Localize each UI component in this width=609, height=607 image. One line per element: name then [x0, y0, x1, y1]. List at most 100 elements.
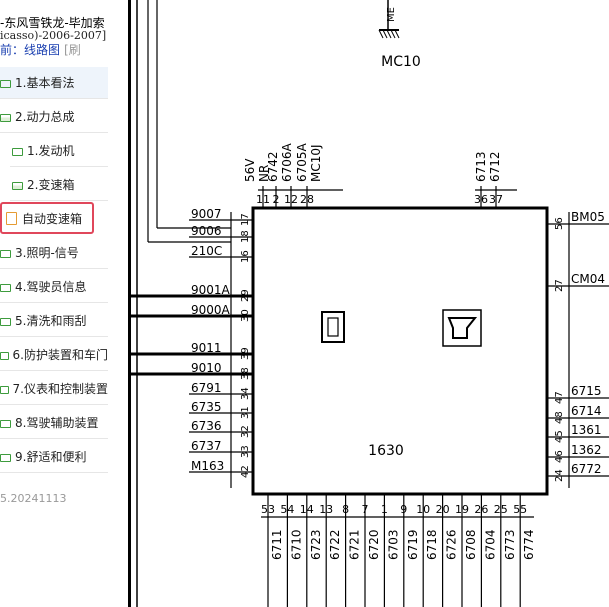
sidebar-item-label: 9.舒适和便利 — [15, 450, 87, 464]
bottom-wire-label: 6722 — [328, 529, 342, 560]
left-wire-label: 6735 — [191, 400, 222, 414]
folder-icon — [12, 147, 23, 156]
left-pin-label: 17 — [240, 213, 251, 226]
bottom-wire-label: 6703 — [386, 529, 400, 560]
right-pin-label: 46 — [554, 450, 565, 463]
sidebar-item-comfort[interactable]: 9.舒适和便利 — [0, 441, 108, 473]
sidebar-item-instruments[interactable]: 7.仪表和控制装置 — [0, 373, 108, 405]
sidebar-item-label: 4.驾驶员信息 — [15, 280, 87, 294]
bottom-wire-label: 6723 — [309, 529, 323, 560]
sidebar-item-powertrain[interactable]: 2.动力总成 — [0, 101, 108, 133]
left-wire-label: 6736 — [191, 419, 222, 433]
left-pin-label: 29 — [240, 289, 251, 302]
sidebar-item-label: 2.动力总成 — [15, 110, 75, 124]
folder-icon — [0, 453, 11, 462]
sidebar-item-label: 1.基本看法 — [15, 76, 75, 90]
breadcrumb-prefix: 前： — [0, 43, 25, 57]
right-pin-label: 45 — [554, 430, 565, 443]
version-label: 5.20241113 — [0, 492, 67, 505]
sidebar-item-lighting[interactable]: 3.照明-信号 — [0, 237, 108, 269]
bottom-wire-label: 6774 — [522, 529, 536, 560]
folder-open-icon — [0, 113, 11, 122]
sidebar-item-label: 1.发动机 — [27, 144, 75, 158]
right-pin-label: 27 — [554, 279, 565, 292]
module-label: 1630 — [368, 443, 404, 459]
folder-icon — [0, 419, 11, 428]
right-pin-label: 56 — [554, 217, 565, 230]
left-pin-label: 34 — [240, 387, 251, 400]
sidebar: -东风雪铁龙-毕加索 icasso)-2006-2007] 前：线路图[刷 1.… — [0, 0, 128, 607]
right-wire-label: 6715 — [571, 384, 602, 398]
right-pin-label: 24 — [554, 469, 565, 482]
sidebar-item-automatic-gearbox[interactable]: 自动变速箱 — [0, 202, 94, 234]
sidebar-item-label: 6.防护装置和车门 — [12, 348, 108, 362]
sidebar-item-label: 2.变速箱 — [27, 178, 75, 192]
folder-icon — [0, 351, 9, 360]
left-wire-label: 9000A — [191, 303, 231, 317]
left-wire-label: 9011 — [191, 341, 222, 355]
top-wire-label: 6705A — [295, 142, 309, 182]
folder-icon — [0, 79, 11, 88]
left-pin-label: 30 — [240, 309, 251, 322]
sidebar-item-label: 5.清洗和雨刮 — [15, 314, 87, 328]
bottom-wire-label: 6721 — [348, 529, 362, 560]
left-wire-label: M163 — [191, 459, 224, 473]
right-pin-label: 47 — [554, 391, 565, 404]
document-icon — [6, 211, 17, 225]
bottom-wire-label: 6711 — [270, 529, 284, 560]
left-pin-label: 39 — [240, 347, 251, 360]
left-wire-label: 210C — [191, 244, 222, 258]
left-pin-label: 42 — [240, 465, 251, 478]
top-wire-label: 6706A — [280, 142, 294, 182]
sidebar-item-engine[interactable]: 1.发动机 — [10, 135, 108, 167]
left-pin-label: 18 — [240, 230, 251, 243]
right-wire-label: 1361 — [571, 423, 602, 437]
right-pin-label: 48 — [554, 411, 565, 424]
panel-divider[interactable] — [128, 0, 131, 607]
ground-label: MC10 — [381, 54, 421, 70]
bottom-wire-label: 6719 — [406, 529, 420, 560]
left-pin-label: 16 — [240, 250, 251, 263]
left-pin-label: 38 — [240, 367, 251, 380]
breadcrumb: 前：线路图[刷 — [0, 41, 81, 58]
sidebar-item-basics[interactable]: 1.基本看法 — [0, 67, 108, 99]
left-wire-label: 6791 — [191, 381, 222, 395]
right-wire-label: 1362 — [571, 443, 602, 457]
refresh-link[interactable]: [刷 — [64, 43, 81, 57]
sidebar-item-driver-info[interactable]: 4.驾驶员信息 — [0, 271, 108, 303]
right-wire-label: 6772 — [571, 462, 602, 476]
top-wire-label: 6712 — [488, 151, 502, 182]
folder-open-icon — [12, 181, 23, 190]
left-wire-label: 9010 — [191, 361, 222, 375]
left-pin-label: 32 — [240, 425, 251, 438]
right-wire-label: CM04 — [571, 272, 605, 286]
top-wire-label: 6742 — [266, 151, 280, 182]
bottom-wire-label: 6710 — [289, 529, 303, 560]
top-wire-label: MC10J — [309, 144, 323, 182]
top-wire-label: 6713 — [474, 151, 488, 182]
folder-icon — [0, 317, 11, 326]
sidebar-item-label: 7.仪表和控制装置 — [12, 382, 108, 396]
left-wire-label: 9006 — [191, 224, 222, 238]
bottom-wire-label: 6708 — [464, 529, 478, 560]
right-wire-label: 6714 — [571, 404, 602, 418]
sidebar-item-label: 3.照明-信号 — [15, 246, 79, 260]
sidebar-item-protection-doors[interactable]: 6.防护装置和车门 — [0, 339, 108, 371]
sidebar-item-label: 自动变速箱 — [22, 211, 83, 226]
vehicle-subtitle: icasso)-2006-2007] — [0, 29, 107, 42]
sidebar-item-wash-wipe[interactable]: 5.清洗和雨刮 — [0, 305, 108, 337]
sidebar-item-gearbox[interactable]: 2.变速箱 — [10, 169, 108, 201]
left-pin-label: 31 — [240, 406, 251, 419]
top-wire-label: 56V — [243, 158, 257, 182]
bottom-wire-label: 6718 — [425, 529, 439, 560]
breadcrumb-current[interactable]: 线路图 — [24, 43, 61, 57]
right-wire-label: BM05 — [571, 210, 605, 224]
folder-icon — [0, 249, 11, 258]
sidebar-item-driving-assist[interactable]: 8.驾驶辅助装置 — [0, 407, 108, 439]
folder-icon — [0, 385, 9, 394]
bottom-wire-label: 6773 — [503, 529, 517, 560]
bottom-wire-label: 6704 — [483, 529, 497, 560]
top-wire-label: NR — [257, 165, 271, 182]
sidebar-item-label: 8.驾驶辅助装置 — [15, 416, 99, 430]
